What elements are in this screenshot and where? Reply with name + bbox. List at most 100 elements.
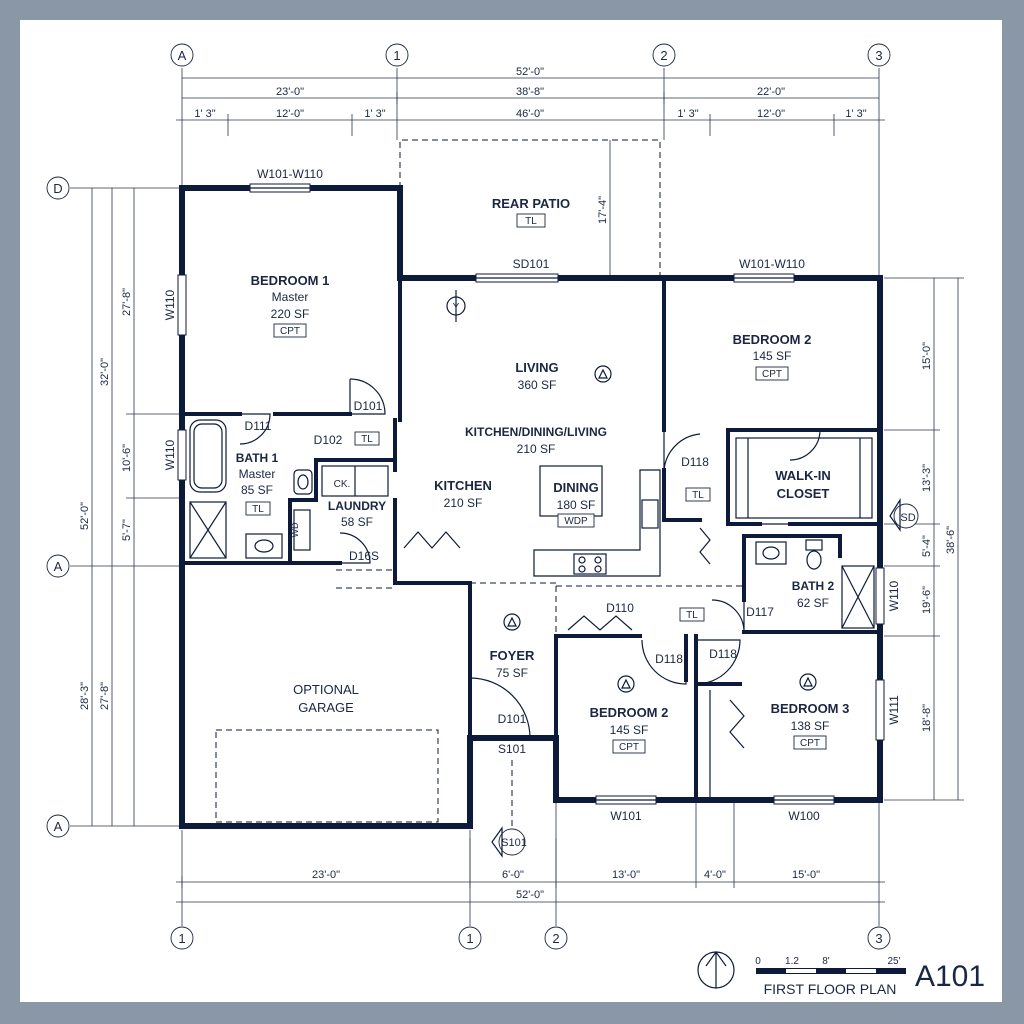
svg-text:A: A — [54, 819, 63, 834]
svg-text:23'-0": 23'-0" — [312, 869, 340, 881]
bifold-door — [567, 615, 633, 631]
svg-text:D117: D117 — [746, 605, 774, 619]
svg-text:13'-0": 13'-0" — [612, 869, 640, 881]
range-icon — [573, 553, 607, 575]
svg-text:D101: D101 — [354, 399, 383, 413]
svg-text:WDP: WDP — [564, 516, 588, 527]
svg-text:D111: D111 — [245, 419, 272, 433]
dimensions-top: 52'-0" 23'-0" 38'-8" 22'-0" 1' 3" 12'-0"… — [176, 66, 885, 275]
scale-bar: 0 1.2 8' 25' — [755, 956, 906, 974]
interior-walls — [180, 276, 882, 828]
door-swing — [663, 430, 701, 471]
sink-icon — [245, 533, 283, 559]
svg-text:15'-0": 15'-0" — [921, 342, 933, 370]
svg-text:28'-3": 28'-3" — [79, 682, 91, 710]
room-name: KITCHEN — [434, 478, 492, 493]
ceiling-fixtures: Y — [446, 290, 817, 693]
svg-text:CLOSET: CLOSET — [777, 486, 830, 501]
grid-bubble — [46, 814, 70, 838]
svg-text:46'-0": 46'-0" — [516, 108, 544, 120]
window-tags: W101-W110 W101-W110 W110 W110 W110 W111 … — [163, 167, 901, 823]
room-name: LAUNDRY — [328, 499, 386, 513]
room-rear-patio: REAR PATIO TL — [492, 196, 570, 228]
room-bedroom-2-upper: BEDROOM 2 145 SF CPT — [733, 332, 811, 381]
svg-text:22'-0": 22'-0" — [757, 86, 785, 98]
svg-text:210 SF: 210 SF — [444, 496, 483, 510]
door-swing — [641, 639, 687, 685]
svg-text:A: A — [54, 559, 63, 574]
svg-text:27'-8": 27'-8" — [99, 682, 111, 710]
svg-text:CPT: CPT — [280, 326, 300, 337]
svg-text:360 SF: 360 SF — [518, 378, 557, 392]
dimensions-right: 15'-0" 13'-3" 5'-4" 19'-6" 18'-8" 38'-6" — [884, 277, 964, 801]
svg-text:D101: D101 — [498, 712, 527, 726]
svg-text:5'-7": 5'-7" — [121, 519, 133, 541]
door-swing — [339, 532, 371, 564]
svg-text:TL: TL — [692, 490, 704, 501]
room-name: BEDROOM 2 — [590, 705, 669, 720]
svg-text:27'-8": 27'-8" — [121, 288, 133, 316]
svg-text:CPT: CPT — [619, 742, 639, 753]
svg-text:12'-0": 12'-0" — [757, 108, 785, 120]
dimensions-bottom: 23'-0" 6'-0" 13'-0" 4'-0" 15'-0" 52'-0" — [176, 800, 885, 903]
grid-bubble — [46, 176, 70, 200]
svg-text:CK.: CK. — [334, 479, 351, 490]
grid-bubble — [170, 43, 194, 67]
shower-icon — [841, 565, 875, 629]
grid-bubble — [458, 926, 482, 950]
svg-text:D118: D118 — [655, 652, 683, 666]
title-block: 0 1.2 8' 25' FIRST FLOOR PLAN A101 — [697, 950, 985, 997]
windows — [177, 183, 885, 805]
room-name: BATH 2 — [792, 579, 835, 593]
svg-text:2: 2 — [552, 931, 559, 946]
svg-text:S101: S101 — [498, 742, 526, 756]
svg-text:1' 3": 1' 3" — [364, 108, 385, 120]
svg-text:52'-0": 52'-0" — [79, 502, 91, 530]
grid-bubble — [170, 926, 194, 950]
svg-text:D102: D102 — [314, 433, 343, 447]
shower-icon — [189, 501, 227, 559]
room-optional-garage: OPTIONAL GARAGE — [293, 682, 359, 715]
svg-text:10'-6": 10'-6" — [121, 444, 133, 472]
room-foyer: FOYER 75 SF — [490, 648, 535, 680]
grid-bubble — [867, 43, 891, 67]
room-name: WALK-IN — [775, 468, 831, 483]
svg-text:58 SF: 58 SF — [341, 515, 373, 529]
section-marker-s101: S101 — [491, 826, 527, 858]
bathtub-icon — [189, 419, 227, 493]
svg-text:TL: TL — [252, 504, 264, 515]
window — [875, 567, 885, 625]
ceiling-fixture-icon — [503, 613, 521, 631]
svg-text:4'-0": 4'-0" — [704, 869, 726, 881]
doors — [239, 378, 821, 749]
ceiling-fixture-icon — [799, 673, 817, 691]
svg-text:W111: W111 — [887, 695, 901, 725]
room-bedroom-3: BEDROOM 3 138 SF CPT — [771, 701, 849, 750]
svg-text:TL: TL — [361, 434, 373, 445]
kitchen-sink-icon — [641, 499, 659, 529]
walk-in-closet-shelving — [735, 437, 873, 519]
svg-text:75 SF: 75 SF — [496, 666, 528, 680]
svg-text:18'-8": 18'-8" — [921, 704, 933, 732]
svg-text:W110: W110 — [163, 289, 177, 320]
bifold-door — [699, 527, 711, 565]
svg-text:W110: W110 — [163, 439, 177, 470]
room-name: LIVING — [515, 360, 558, 375]
window — [875, 679, 885, 741]
svg-text:1' 3": 1' 3" — [845, 108, 866, 120]
svg-text:D16S: D16S — [349, 549, 379, 563]
svg-text:145 SF: 145 SF — [610, 723, 649, 737]
toilet-icon — [293, 469, 313, 495]
svg-text:19'-6": 19'-6" — [921, 586, 933, 614]
door-tags: SD101 D101 D111 D102 D16S D118 D110 D117… — [245, 257, 775, 756]
exterior-walls — [179, 185, 883, 829]
svg-text:12'-0": 12'-0" — [276, 108, 304, 120]
svg-text:8': 8' — [822, 956, 830, 967]
grid-bubbles-top: A 1 2 3 — [170, 43, 891, 278]
svg-text:S101: S101 — [501, 837, 527, 849]
window — [177, 274, 187, 336]
svg-text:5'-4": 5'-4" — [921, 535, 933, 557]
room-bath-2: BATH 2 62 SF — [792, 579, 835, 610]
svg-text:1: 1 — [178, 931, 185, 946]
svg-text:CPT: CPT — [762, 369, 782, 380]
